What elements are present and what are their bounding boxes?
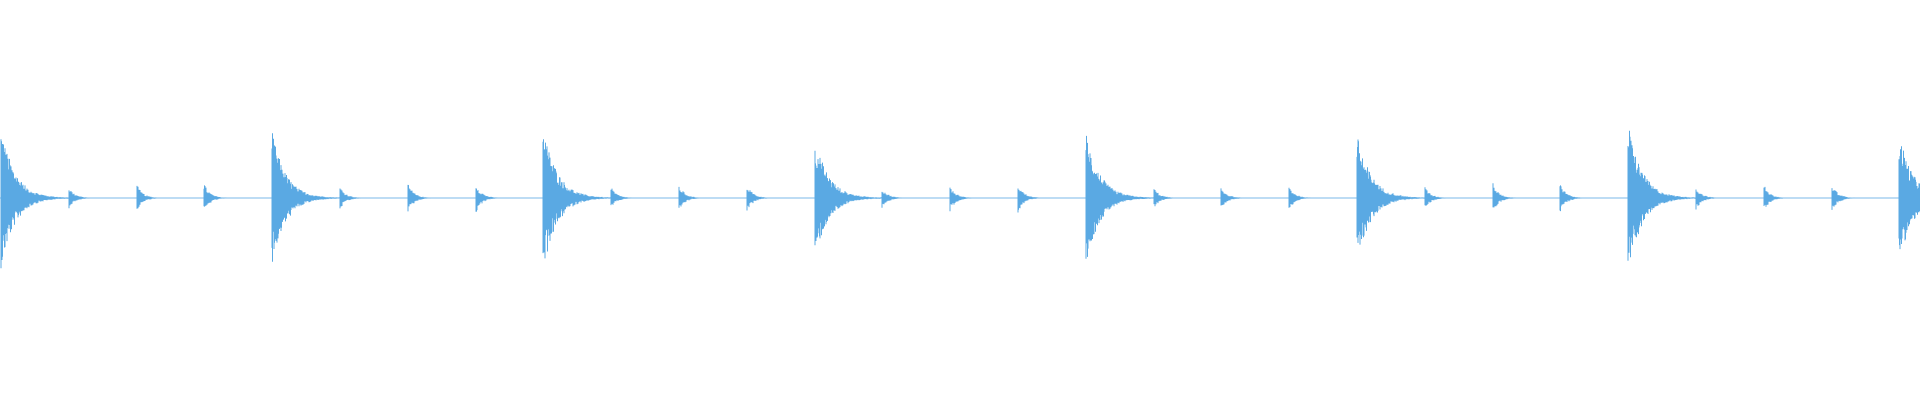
waveform-trace (0, 130, 1920, 269)
